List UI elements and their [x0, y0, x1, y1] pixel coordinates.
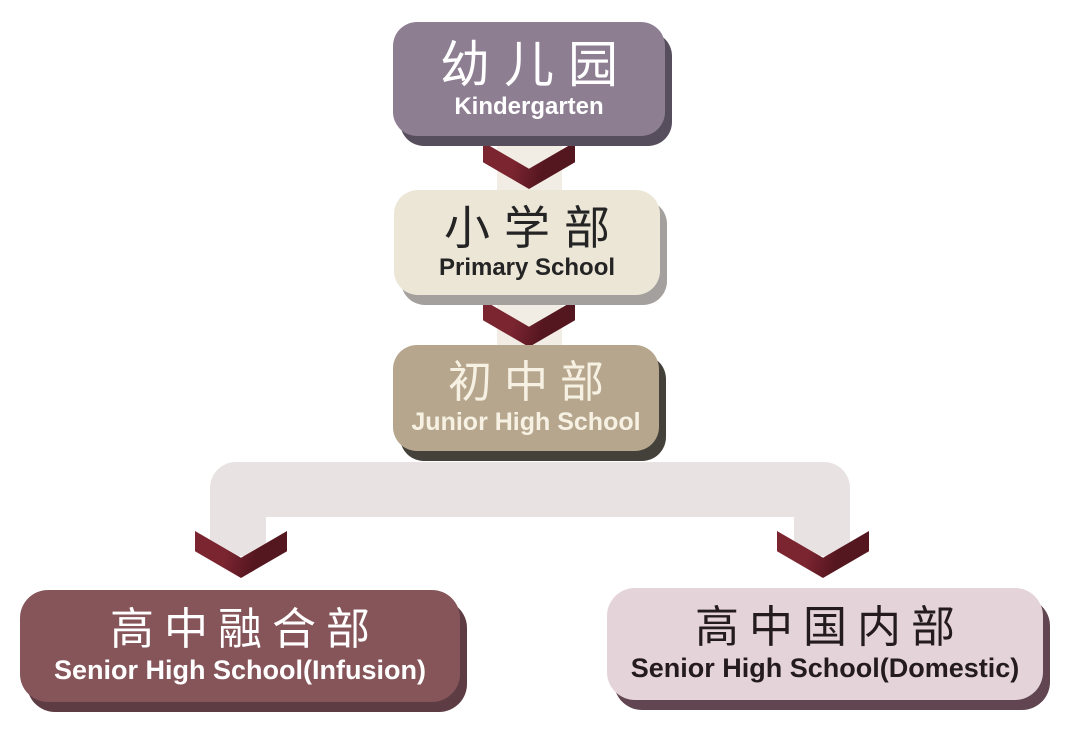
node-title-zh: 高中国内部 — [695, 602, 965, 654]
node-title-en: Kindergarten — [454, 92, 604, 120]
node-senior-high-domestic: 高中国内部 Senior High School(Domestic) — [607, 588, 1043, 700]
branch-band-right-drop — [794, 490, 850, 556]
node-junior-high-school: 初中部 Junior High School — [393, 345, 659, 451]
branch-band-left-drop — [210, 490, 266, 556]
node-title-en: Senior High School(Infusion) — [54, 654, 426, 685]
node-kindergarten: 幼儿园 Kindergarten — [393, 22, 665, 136]
node-title-en: Junior High School — [411, 407, 641, 436]
node-primary-school: 小学部 Primary School — [394, 190, 660, 295]
node-title-zh: 初中部 — [448, 357, 616, 409]
node-title-en: Senior High School(Domestic) — [630, 652, 1020, 683]
node-title-zh: 幼儿园 — [440, 35, 632, 94]
node-title-zh: 高中融合部 — [110, 604, 380, 656]
node-senior-high-infusion: 高中融合部 Senior High School(Infusion) — [20, 590, 460, 702]
node-title-zh: 小学部 — [444, 201, 624, 256]
node-title-en: Primary School — [438, 254, 616, 281]
branch-band-horizontal — [210, 462, 850, 517]
